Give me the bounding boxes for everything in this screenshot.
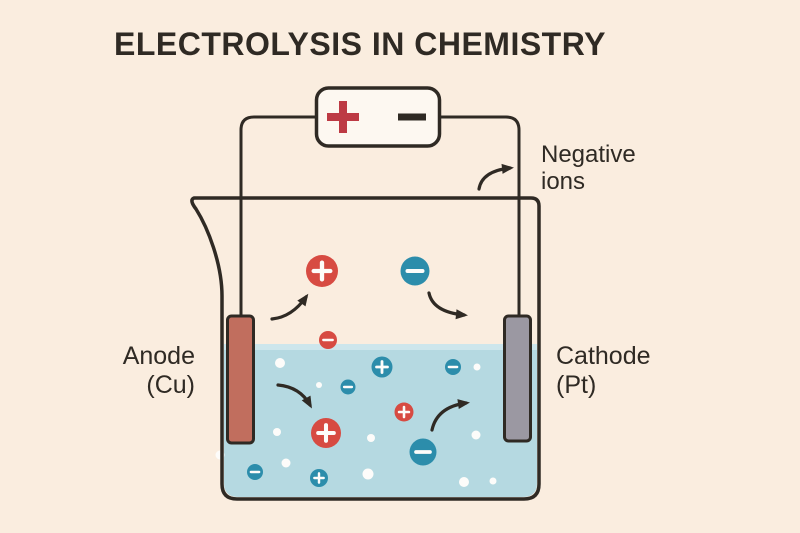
ion-red-plus	[311, 418, 341, 448]
bubble	[273, 428, 281, 436]
ion-blue-minus	[340, 379, 356, 395]
wire-left	[239, 115, 318, 316]
water-surface-highlight	[224, 344, 537, 350]
page-title: ELECTROLYSIS IN CHEMISTRY	[114, 26, 606, 62]
ion-red-minus	[319, 331, 337, 349]
ion-blue-plus	[371, 356, 393, 378]
bubble	[471, 430, 481, 440]
anode-label-line1: Anode	[122, 342, 195, 370]
ion-blue-minus	[247, 464, 263, 480]
bubble	[367, 434, 375, 442]
ion-blue-minus	[445, 359, 461, 375]
negative-ions-label: Negative ions	[541, 141, 636, 195]
arrow-in-water-right	[430, 399, 470, 432]
arrows-layer	[270, 163, 514, 432]
anode-electrode	[226, 314, 255, 445]
arrow-to-cathode-upper	[427, 291, 468, 320]
cathode-electrode	[503, 314, 532, 443]
battery	[314, 86, 442, 148]
ion-blue-minus	[400, 256, 430, 286]
negative-ions-label-line1: Negative	[541, 141, 636, 168]
arrow-to-anode-upper	[270, 293, 309, 321]
ion-red-plus	[306, 255, 338, 287]
cathode-label: Cathode (Pt)	[556, 342, 716, 400]
bubble	[473, 363, 481, 371]
bubble	[489, 477, 497, 485]
battery-plus-icon	[327, 101, 359, 133]
ion-blue-plus	[310, 469, 328, 487]
bubble	[362, 468, 374, 480]
wire-right	[438, 115, 521, 316]
negative-ions-label-line2: ions	[541, 168, 586, 195]
bubble	[459, 477, 469, 487]
bubble	[316, 382, 322, 388]
arrow-in-water-left	[276, 383, 312, 409]
ions-layer	[247, 255, 461, 487]
beaker	[190, 196, 541, 501]
arrow-negative-ions	[477, 163, 514, 191]
ion-blue-minus	[409, 438, 437, 466]
ion-red-plus	[394, 402, 414, 422]
bubble	[281, 458, 291, 468]
anode-label: Anode (Cu)	[60, 342, 195, 400]
anode-label-line2: (Cu)	[146, 371, 195, 399]
water	[224, 344, 537, 497]
cathode-label-line2: (Pt)	[556, 371, 597, 399]
bubbles-layer	[215, 358, 497, 487]
cathode-label-line1: Cathode	[556, 342, 651, 370]
bubble	[275, 358, 285, 368]
